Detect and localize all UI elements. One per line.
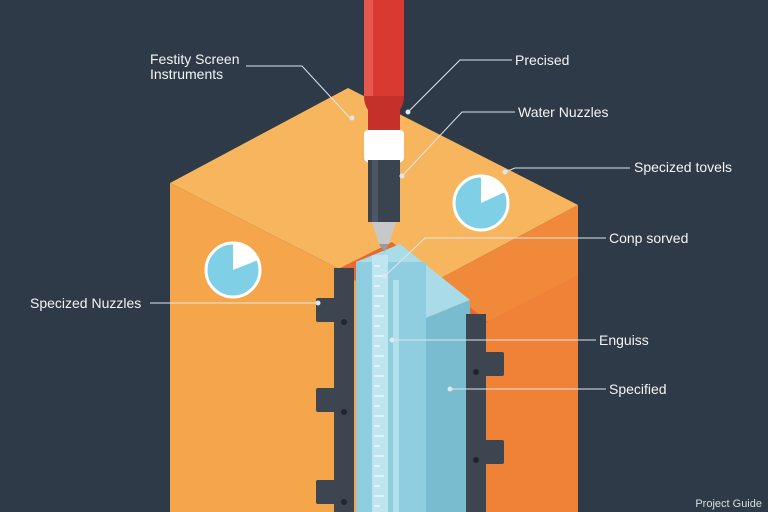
measuring-ruler <box>372 255 388 512</box>
label-conp-sorved: Conp sorved <box>609 230 689 246</box>
label-specized-nuzzles: Specized Nuzzles <box>30 295 142 311</box>
left-post-bolts <box>341 319 347 505</box>
right-post-bolts <box>473 369 479 463</box>
label-water-nuzzles: Water Nuzzles <box>518 104 609 120</box>
gauge-right <box>452 174 510 232</box>
label-precised: Precised <box>515 52 570 68</box>
gauge-left <box>204 241 262 299</box>
label-specified: Specified <box>609 381 667 397</box>
precision-instrument <box>364 0 404 252</box>
right-support-post <box>466 314 486 512</box>
glass-panel-front <box>356 262 426 512</box>
ruler-ticks <box>374 265 384 507</box>
footer-caption: Project Guide <box>695 498 762 510</box>
label-enguiss: Enguiss <box>599 332 649 348</box>
left-support-post <box>334 268 354 512</box>
glass-panel-side <box>426 300 470 512</box>
right-post-brackets <box>484 352 504 464</box>
leader-lines <box>150 59 630 392</box>
label-specized-tovels: Specized tovels <box>634 159 733 175</box>
left-post-brackets <box>316 298 338 504</box>
